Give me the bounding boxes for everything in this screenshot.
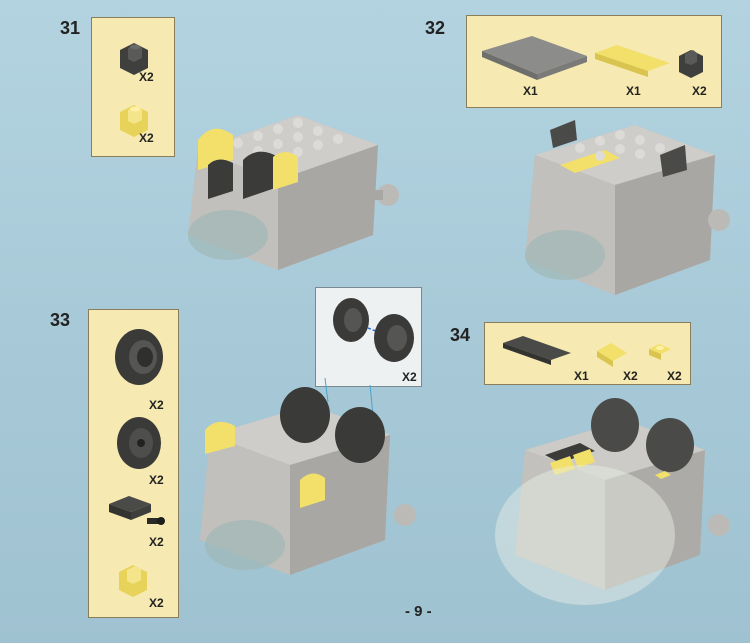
step-32-model (525, 120, 730, 295)
step-33-model (200, 377, 416, 575)
tire-icon (115, 329, 163, 385)
yellow-bracket-icon (120, 105, 148, 137)
step-33-parts-art (109, 329, 165, 597)
step-32-parts-art (482, 36, 703, 80)
step-32-parts-box: X1 X1 X2 (466, 15, 722, 108)
step-31-qty-1: X2 (139, 70, 154, 84)
step-33-callout-box: X2 (315, 287, 422, 387)
dark-bracket-icon (679, 50, 703, 78)
dark-plate-icon (503, 336, 571, 365)
wheel-assembly-icon (333, 298, 414, 362)
step-33-parts-box: X2 X2 X2 X2 (88, 309, 179, 618)
step-33-qty-2: X2 (149, 473, 164, 487)
step-32-qty-1: X1 (523, 84, 538, 98)
step-33-qty-1: X2 (149, 398, 164, 412)
yellow-slope-icon (597, 343, 627, 367)
step-33-qty-4: X2 (149, 596, 164, 610)
grey-plate-icon (482, 36, 587, 80)
step-33-callout-qty: X2 (402, 370, 417, 384)
step-34-parts-box: X1 X2 X2 (484, 322, 691, 385)
step-31-model (188, 115, 399, 270)
step-33-number: 33 (50, 310, 71, 330)
step-31-number: 31 (60, 18, 81, 38)
yellow-tile-icon (649, 344, 671, 360)
step-32-qty-3: X2 (692, 84, 707, 98)
step-32-number: 32 (425, 18, 446, 38)
step-34-qty-3: X2 (667, 369, 682, 383)
step-33-qty-3: X2 (149, 535, 164, 549)
step-34-model (495, 398, 730, 605)
step-31-parts-box: X2 X2 (91, 17, 175, 157)
yellow-bracket-icon (119, 565, 147, 597)
step-34-number: 34 (450, 325, 471, 345)
page-number: - 9 - (405, 603, 432, 620)
dark-bracket-icon (120, 43, 148, 75)
yellow-plate-icon (595, 45, 670, 77)
step-34-qty-1: X1 (574, 369, 589, 383)
step-31-parts-art (120, 43, 148, 137)
rim-icon (117, 417, 161, 469)
pin-plate-icon (109, 496, 165, 525)
step-33-callout-art (333, 298, 414, 362)
step-32-qty-2: X1 (626, 84, 641, 98)
step-34-qty-2: X2 (623, 369, 638, 383)
step-31-qty-2: X2 (139, 131, 154, 145)
step-34-parts-art (503, 336, 671, 367)
